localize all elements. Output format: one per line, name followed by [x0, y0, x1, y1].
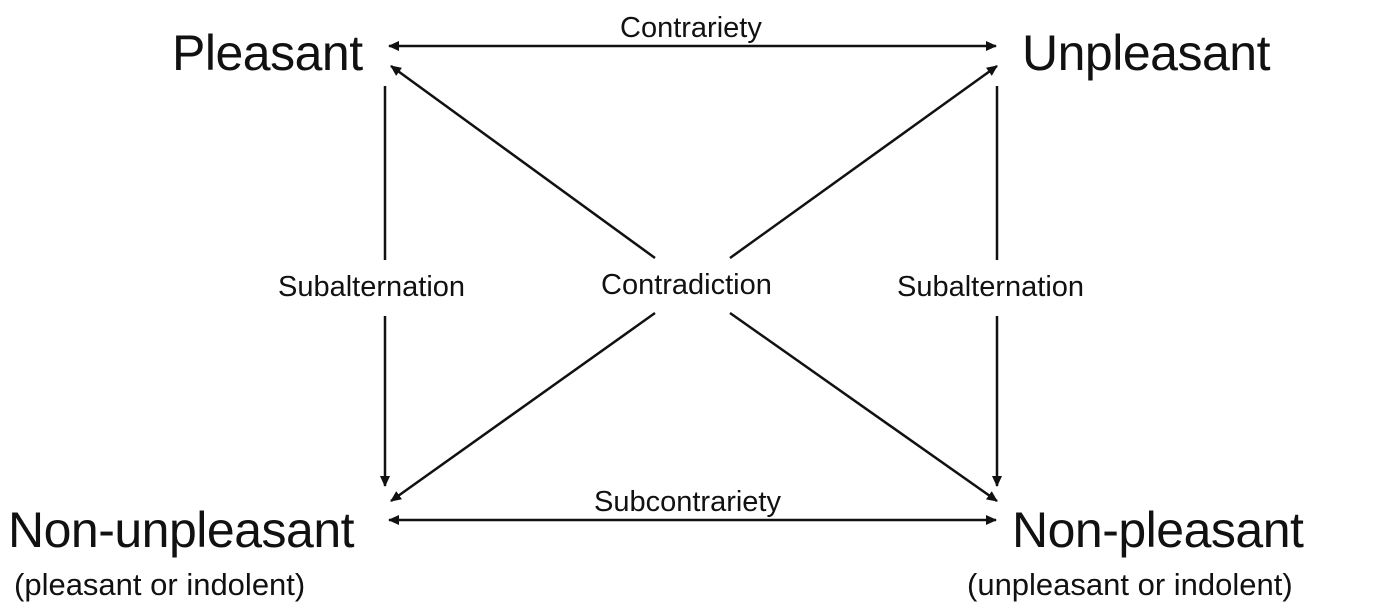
term-non-unpleasant: Non-unpleasant: [8, 502, 355, 558]
label-contrariety: Contrariety: [620, 12, 762, 44]
contradiction-arrow-to-pleasant: [390, 64, 656, 260]
contradiction-arrow-to-non-pleasant: [729, 311, 998, 503]
term-unpleasant: Unpleasant: [1022, 25, 1270, 81]
label-contradiction: Contradiction: [601, 269, 772, 301]
contradiction-arrow-to-unpleasant: [729, 64, 998, 260]
term-pleasant: Pleasant: [172, 25, 363, 81]
contradiction-arrow-to-non-unpleasant: [390, 311, 656, 503]
term-non-pleasant: Non-pleasant: [1012, 502, 1304, 558]
label-right-subalternation: Subalternation: [897, 271, 1085, 303]
term-non-pleasant-note: (unpleasant or indolent): [967, 567, 1293, 602]
label-left-subalternation: Subalternation: [278, 271, 466, 303]
term-non-unpleasant-note: (pleasant or indolent): [14, 567, 306, 602]
label-subcontrariety: Subcontrariety: [594, 486, 781, 518]
